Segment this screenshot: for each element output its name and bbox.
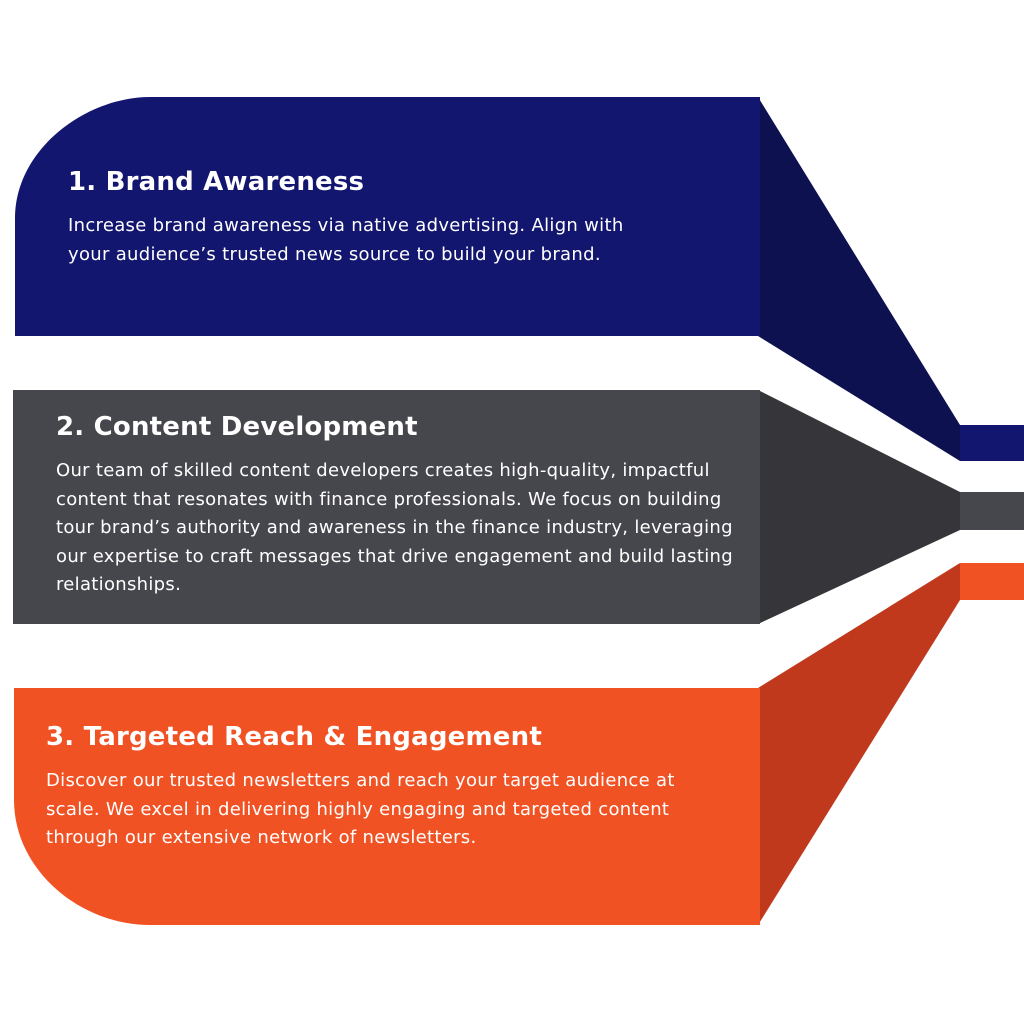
- card-2-title: 2. Content Development: [56, 412, 418, 442]
- card-3-content: 3. Targeted Reach & Engagement Discover …: [46, 721, 726, 853]
- card-1-description: Increase brand awareness via native adve…: [68, 215, 624, 265]
- card-3-tail: [758, 563, 960, 925]
- card-3-body: [14, 688, 760, 925]
- card-2-end-strip: [960, 492, 1024, 530]
- card-3-description: Discover our trusted newsletters and rea…: [46, 770, 675, 848]
- card-1-tail: [758, 97, 1024, 461]
- card-3-title: 3. Targeted Reach & Engagement: [46, 722, 542, 752]
- card-3-end-strip: [960, 563, 1024, 600]
- card-1-body: [15, 97, 760, 336]
- card-1-end-strip: [960, 425, 1024, 461]
- card-2-body: [13, 390, 760, 624]
- card-2-content: 2. Content Development Our team of skill…: [56, 411, 746, 600]
- card-1-title: 1. Brand Awareness: [68, 167, 365, 197]
- card-2-tail: [758, 390, 960, 624]
- card-2-description: Our team of skilled content developers c…: [56, 460, 733, 595]
- card-1-content: 1. Brand Awareness Increase brand awaren…: [68, 166, 668, 269]
